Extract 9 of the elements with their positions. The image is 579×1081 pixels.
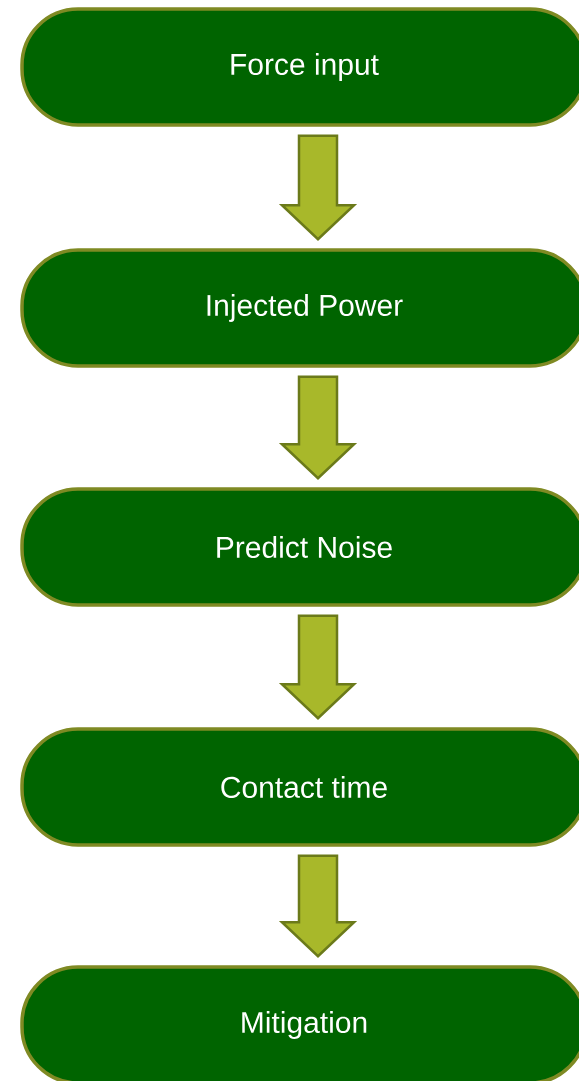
process-box: Contact time [20, 727, 579, 847]
process-box: Force input [20, 7, 579, 127]
process-box: Injected Power [20, 248, 579, 368]
process-box: Predict Noise [20, 487, 579, 607]
block-arrow [278, 134, 358, 241]
process-box: Mitigation [20, 965, 579, 1081]
block-arrow [278, 614, 358, 720]
block-arrow [278, 375, 358, 480]
block-arrow [278, 854, 358, 958]
